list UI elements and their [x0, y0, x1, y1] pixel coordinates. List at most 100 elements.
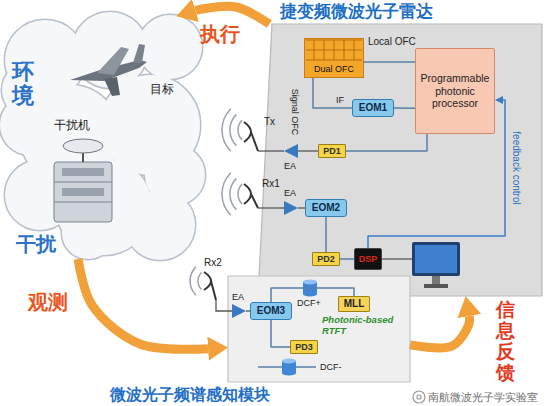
jammer-grille — [62, 188, 104, 196]
amplifier-label: EA — [284, 188, 296, 199]
edge-label: 观测 — [28, 290, 68, 314]
cloud-lobe-outline — [138, 15, 202, 79]
edge-label: 执行 — [200, 22, 240, 46]
wave-arc — [238, 184, 242, 204]
wave-arc — [190, 267, 196, 295]
jammer-node: 干扰机 — [34, 118, 126, 228]
edge-label: Local OFC — [368, 36, 416, 48]
panel-title: 微波光子频谱感知模块 — [110, 385, 270, 404]
signal-name: Signal OFC — [290, 89, 301, 136]
box-label: Dual OFC — [314, 64, 354, 75]
wave-arc — [198, 273, 202, 290]
antenna-label: Rx1 — [262, 178, 280, 190]
cloud-lobe-outline — [125, 190, 195, 260]
antenna-dish — [204, 272, 211, 290]
cloud-outline — [0, 15, 206, 259]
photodetector-box: PD1 — [318, 144, 346, 158]
panel-outline — [258, 24, 542, 296]
box-label: MLL — [344, 298, 365, 310]
cloud-lobe-fill — [62, 207, 114, 259]
panel-shape — [258, 24, 542, 296]
signal-line — [394, 107, 415, 109]
comb-grid-line — [306, 40, 362, 41]
target-node: 目标 — [66, 38, 176, 100]
antenna-stand — [251, 132, 258, 151]
rx2-antenna — [204, 272, 216, 300]
photodetector-box: PD2 — [312, 252, 340, 266]
photodetector-box: PD3 — [290, 340, 318, 354]
comb-grid-line — [306, 60, 362, 61]
laser-box: MLL — [338, 296, 370, 312]
box-label: EOM1 — [359, 102, 387, 114]
flow-arrow — [195, 6, 269, 24]
watermark-icon — [413, 391, 425, 403]
edge-label: feedback control — [510, 131, 522, 204]
cloud-lobe-fill — [72, 12, 148, 88]
box-label: DSP — [359, 254, 378, 265]
rf-wire — [298, 207, 305, 208]
interference-label: 干扰 — [16, 232, 56, 256]
antenna-dish — [244, 122, 251, 142]
signal-name: IF — [336, 95, 344, 106]
jammer-label: 干扰机 — [54, 118, 90, 132]
jammer-panel-line — [54, 182, 112, 183]
comb-source-body — [305, 39, 364, 78]
rf-wire — [258, 150, 284, 151]
signal-line — [325, 217, 327, 252]
rf-wire — [298, 150, 318, 151]
spool-top — [282, 359, 296, 364]
comb-source-shape — [304, 38, 364, 78]
cloud-lobe-fill — [5, 160, 75, 230]
rx1-antenna — [244, 184, 258, 208]
flow-arrow — [78, 259, 208, 349]
antenna-label: Tx — [264, 116, 275, 128]
antenna-dish — [244, 184, 251, 204]
rf-wire — [246, 310, 250, 311]
modulator-box: EOM2 — [305, 199, 347, 217]
flow-arrow — [410, 316, 470, 348]
wave-arc — [238, 120, 242, 140]
box-label: EOM3 — [257, 305, 285, 317]
box-label: PD2 — [317, 254, 335, 265]
cloud-lobe-fill — [138, 15, 202, 79]
cloud-lobe-outline — [62, 207, 114, 259]
tx-antenna — [244, 122, 258, 151]
panel-title: 捷变频微波光子雷达 — [280, 2, 433, 22]
sensing-panel: 微波光子频谱感知模块EOM3MLLPD3 — [228, 276, 410, 382]
box-label: Programmable photonic processor — [420, 72, 490, 110]
processor-box: Programmable photonic processor — [415, 48, 495, 134]
panel-outline — [228, 276, 410, 382]
spool-end — [303, 292, 317, 297]
spool-top — [303, 280, 317, 285]
icon-dot — [417, 395, 421, 399]
spool-end — [282, 371, 296, 376]
watermark: 南航微波光子学实验室 — [428, 391, 538, 404]
box-label: PD1 — [323, 146, 341, 157]
comb-grid-line — [306, 50, 362, 51]
data-wire — [382, 258, 412, 259]
modulator-box: EOM1 — [352, 99, 394, 117]
fiber-label: DCF+ — [297, 298, 321, 309]
monitor-screen — [415, 245, 457, 273]
wave-arc — [222, 173, 231, 215]
radar-panel: 捷变频微波光子雷达Dual OFCEOM1Programmable photon… — [258, 24, 542, 296]
module-label: Photonic-based RTFT — [322, 315, 406, 337]
signal-line — [340, 258, 354, 260]
monitor-frame — [412, 242, 460, 276]
jammer-grille — [62, 168, 104, 176]
edge-label: 信息反馈 — [496, 300, 515, 384]
jammer-dish — [63, 139, 103, 153]
wave-arc — [230, 178, 236, 209]
jammer-body — [54, 162, 112, 222]
box-label: EOM2 — [312, 202, 340, 214]
comb-source-box: Dual OFC — [304, 38, 364, 78]
monitor-base — [424, 284, 448, 288]
amplifier-label: EA — [284, 161, 296, 172]
rf-wire — [258, 207, 284, 208]
wave-arc — [230, 114, 236, 145]
dsp-chip: DSP — [354, 248, 382, 270]
